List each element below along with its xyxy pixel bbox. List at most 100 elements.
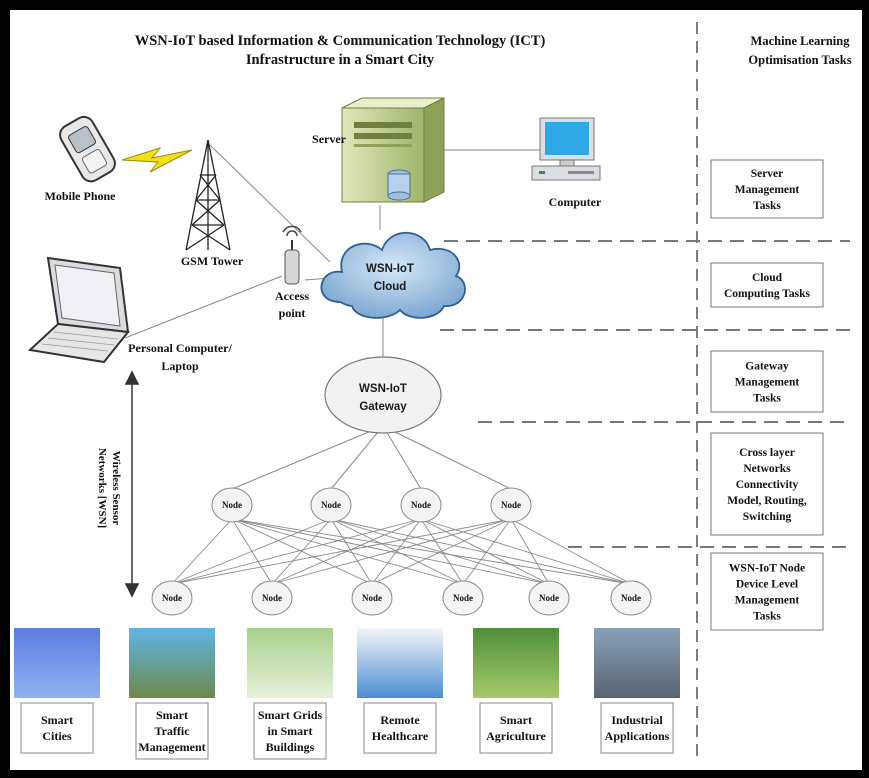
application-picture: [357, 628, 443, 698]
sensor-node-label: Node: [411, 500, 431, 510]
application-picture: [129, 628, 215, 698]
sensor-node-label: Node: [501, 500, 521, 510]
computer-icon: [531, 117, 601, 181]
application-label-line: Agriculture: [486, 729, 546, 743]
application-label-line: Industrial: [611, 713, 663, 727]
diagram-title-line2: Infrastructure in a Smart City: [246, 52, 435, 68]
laptop-icon: [27, 256, 130, 364]
sensor-node-label: Node: [539, 593, 559, 603]
laptop-label-line1: Personal Computer/: [128, 341, 232, 355]
sensor-node: Node: [351, 580, 393, 616]
cloud-label-line2: Cloud: [374, 281, 407, 293]
ml-task-line: Gateway: [745, 361, 789, 373]
application-label-line: Traffic: [154, 724, 190, 738]
wsn-label-line1: Wireless Sensor: [110, 451, 122, 526]
sensor-node: Node: [400, 487, 442, 523]
server-label: Server: [312, 132, 347, 146]
cloud-icon: [320, 231, 466, 319]
sensor-node-label: Node: [621, 593, 641, 603]
application-picture: [594, 628, 680, 698]
ml-task-line: Switching: [743, 511, 792, 523]
ml-task-line: Management: [735, 184, 800, 196]
diagram-title-line1: WSN-IoT based Information & Communicatio…: [135, 33, 546, 49]
ml-task-line: Cross layer: [739, 447, 795, 459]
access-point-icon: [282, 225, 302, 285]
ml-heading-line2: Optimisation Tasks: [748, 53, 851, 67]
application-label-line: Healthcare: [372, 729, 429, 743]
application-label-line: Buildings: [266, 740, 315, 754]
ml-task-line: Management: [735, 595, 800, 607]
sensor-node-label: Node: [362, 593, 382, 603]
application-picture: [247, 628, 333, 698]
ml-task-line: Server: [751, 168, 784, 180]
ml-task-line: Tasks: [753, 393, 781, 405]
layer-separators: [440, 240, 850, 548]
application-label-line: Smart Grids: [258, 708, 323, 722]
ml-task-line: Tasks: [753, 611, 781, 623]
sensor-node-label: Node: [321, 500, 341, 510]
gsm-tower-label: GSM Tower: [181, 254, 244, 268]
application-label-box: [20, 702, 94, 754]
ml-task-line: WSN-IoT Node: [729, 563, 805, 575]
application-label-box: [253, 702, 327, 760]
network-links: [124, 144, 540, 358]
gsm-tower-icon: [185, 139, 231, 251]
sensor-node-label: Node: [262, 593, 282, 603]
sensor-node: Node: [310, 487, 352, 523]
gateway-node: [324, 356, 442, 434]
sensor-node: Node: [211, 487, 253, 523]
wsn-span-arrow: [124, 370, 140, 598]
application-label-box: [600, 702, 674, 754]
computer-label: Computer: [549, 195, 602, 209]
ml-task-line: Model, Routing,: [727, 495, 807, 507]
sensor-node: Node: [151, 580, 193, 616]
ml-heading-line1: Machine Learning: [751, 34, 851, 48]
sensor-node-label: Node: [162, 593, 182, 603]
application-label-box: [363, 702, 437, 754]
application-label-box: [135, 702, 209, 760]
gateway-label-line1: WSN-IoT: [359, 383, 407, 395]
application-picture: [473, 628, 559, 698]
mobile-phone-label: Mobile Phone: [45, 189, 117, 203]
ml-task-line: Computing Tasks: [724, 288, 810, 300]
ml-task-line: Tasks: [753, 200, 781, 212]
application-label-line: in Smart: [268, 724, 313, 738]
application-label-line: Remote: [380, 713, 420, 727]
mobile-phone-icon: [59, 115, 116, 183]
sensor-node: Node: [251, 580, 293, 616]
application-label-line: Cities: [42, 729, 72, 743]
wsn-label-line2: Networks [WSN]: [96, 448, 108, 528]
application-picture: [14, 628, 100, 698]
ml-task-line: Management: [735, 377, 800, 389]
ml-task-line: Connectivity: [736, 479, 799, 491]
access-point-label-line2: point: [279, 306, 306, 320]
ml-task-line: Device Level: [736, 579, 798, 591]
sensor-node-label: Node: [222, 500, 242, 510]
sensor-node: Node: [442, 580, 484, 616]
application-label-line: Management: [138, 740, 205, 754]
sensor-node: Node: [528, 580, 570, 616]
gateway-label-line2: Gateway: [359, 401, 407, 413]
sensor-node: Node: [610, 580, 652, 616]
application-label-line: Smart: [41, 713, 73, 727]
wireless-link-icon: [121, 147, 193, 173]
application-label-line: Smart: [156, 708, 188, 722]
wsn-mesh-links: [171, 425, 632, 585]
application-label-box: [479, 702, 553, 754]
laptop-label-line2: Laptop: [161, 359, 199, 373]
